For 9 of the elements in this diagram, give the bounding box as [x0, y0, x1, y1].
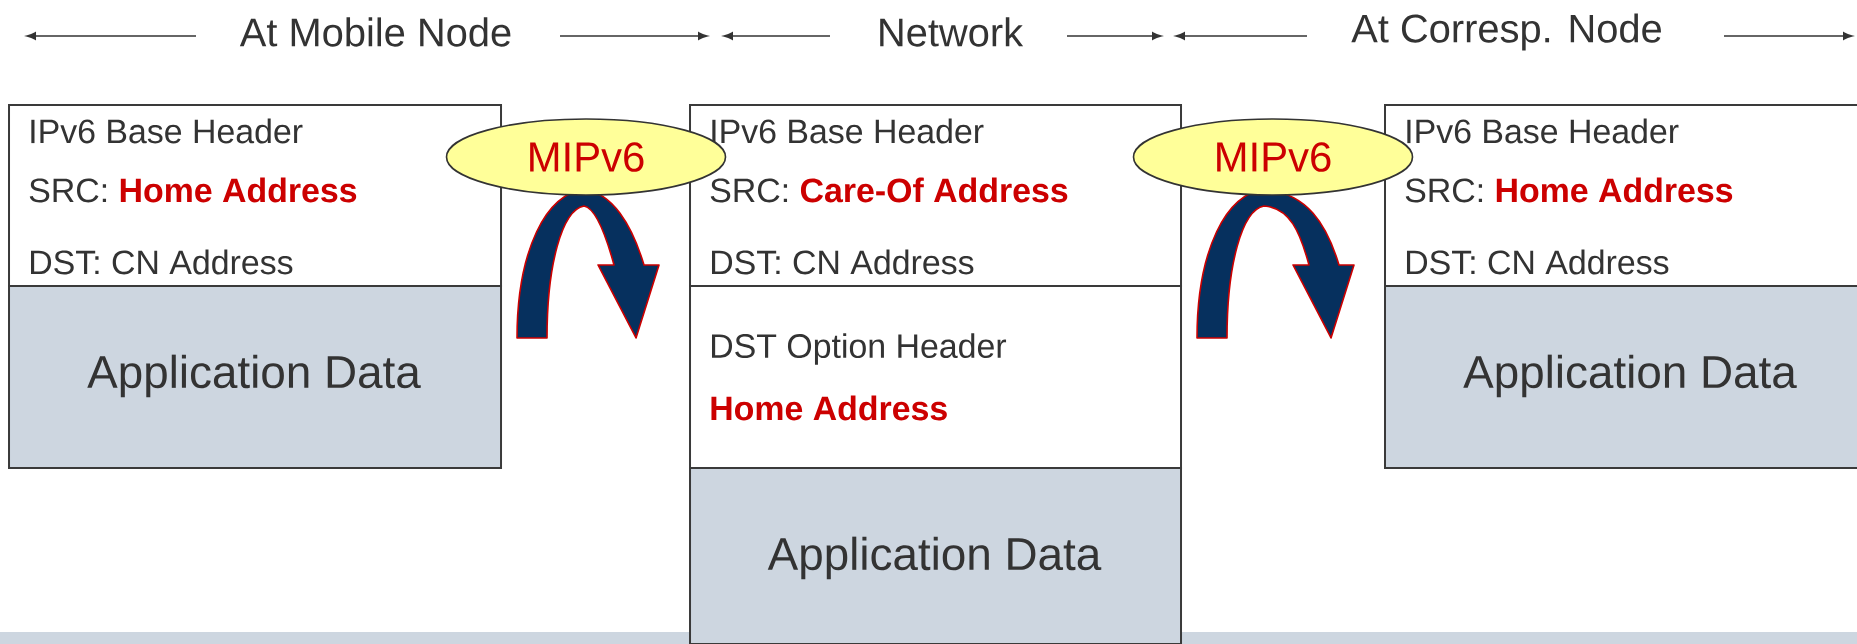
option-header-box: DST Option Header Home Address — [689, 285, 1182, 469]
header-box: IPv6 Base Header SRC: Care-Of Address DST: CN Address — [689, 104, 1182, 287]
header-box: IPv6 Base Header SRC: Home Address DST: CN Address — [1384, 104, 1857, 287]
data-box: Application Data — [8, 285, 502, 469]
data-box: Application Data — [1384, 285, 1857, 469]
range-label: At Mobile Node — [239, 17, 511, 47]
range-label: At Corresp. Node — [1351, 13, 1661, 51]
range-label: Network — [880, 17, 1024, 47]
header-box: IPv6 Base Header SRC: Home Address DST: CN Address — [8, 104, 502, 287]
